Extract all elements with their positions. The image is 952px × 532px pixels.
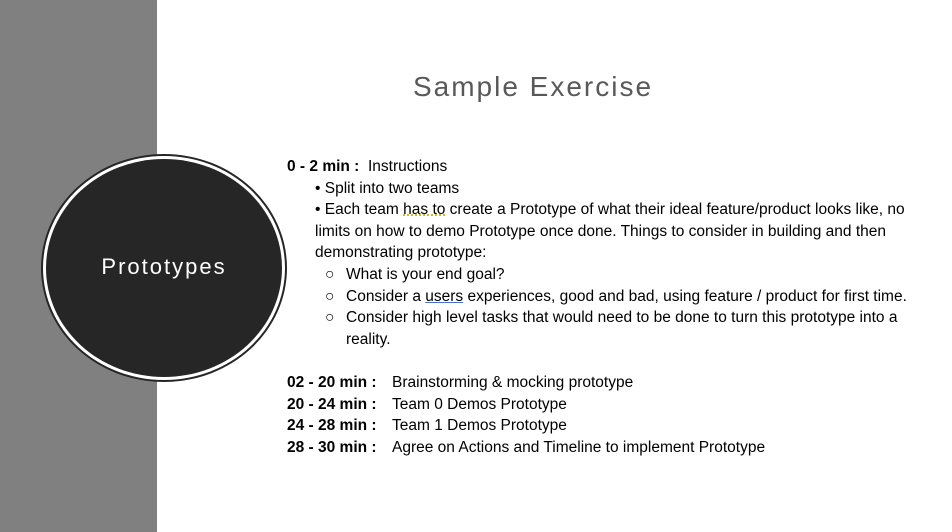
circle-bullet-icon: ○ <box>325 287 335 305</box>
schedule-label: Team 0 Demos Prototype <box>392 395 567 413</box>
schedule-row: 28 - 30 min : Agree on Actions and Timel… <box>287 437 927 459</box>
instructions-label: Instructions <box>367 158 448 175</box>
schedule-time: 28 - 30 min : <box>287 438 377 456</box>
circle-bullet-icon: ○ <box>325 309 335 327</box>
sub-bullet-user-experience: ○ Consider a users experiences, good and… <box>287 286 927 308</box>
schedule-row: 24 - 28 min : Team 1 Demos Prototype <box>287 415 927 437</box>
slide-title[interactable]: Sample Exercise <box>412 71 654 102</box>
circle-bullet-icon: ○ <box>325 265 335 283</box>
instructions-line: 0 - 2 min : Instructions <box>287 156 927 178</box>
schedule-row: 02 - 20 min : Brainstorming & mocking pr… <box>287 372 927 394</box>
schedule-label: Agree on Actions and Timeline to impleme… <box>392 438 766 456</box>
bullet-text: • Each team <box>315 201 404 219</box>
bullet-create-prototype: • Each team has to create a Prototype of… <box>287 199 927 264</box>
sub-bullet-text-rest: experiences, good and bad, using feature… <box>463 287 907 305</box>
sub-bullet-end-goal: ○ What is your end goal? <box>287 264 927 286</box>
grammar-squiggle-text[interactable]: has to <box>403 201 446 219</box>
bullet-text-rest: create a Prototype of what their ideal f… <box>315 201 905 262</box>
circle-badge <box>46 159 282 377</box>
bullet-split-teams: • Split into two teams <box>315 179 460 197</box>
schedule-time: 24 - 28 min : <box>287 417 377 435</box>
sub-bullet-high-level-tasks: ○ Consider high level tasks that would n… <box>287 307 927 350</box>
schedule-label: Team 1 Demos Prototype <box>392 417 567 435</box>
sub-bullet-text: Consider a <box>346 287 426 305</box>
time-label: 0 - 2 min : <box>287 158 360 175</box>
section-label[interactable]: Prototypes <box>101 254 227 279</box>
spell-underlined-word[interactable]: users <box>425 287 464 305</box>
sub-bullet-text: Consider high level tasks that would nee… <box>346 309 898 348</box>
spacer <box>287 350 927 372</box>
schedule-label: Brainstorming & mocking prototype <box>392 373 634 391</box>
schedule-time: 02 - 20 min : <box>287 373 377 391</box>
slide-body[interactable]: 0 - 2 min : Instructions • Split into tw… <box>287 156 927 458</box>
schedule-row: 20 - 24 min : Team 0 Demos Prototype <box>287 394 927 416</box>
schedule-time: 20 - 24 min : <box>287 395 377 413</box>
sub-bullet-text: What is your end goal? <box>346 265 505 283</box>
